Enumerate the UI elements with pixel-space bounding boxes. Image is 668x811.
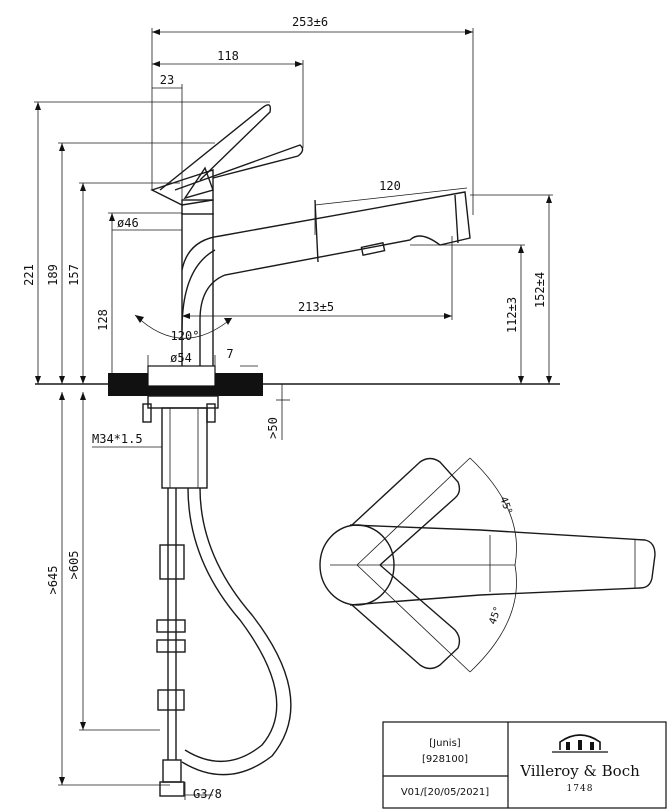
brand-name: Villeroy & Boch: [519, 762, 640, 780]
dim-7: 7: [226, 347, 233, 361]
angle-45-top: 45°: [497, 495, 513, 515]
dim-width-total: 253±6: [292, 15, 328, 29]
dim-hose-605: >605: [67, 551, 81, 580]
dim-height-221: 221: [22, 264, 36, 286]
brand-year: 1748: [567, 784, 594, 794]
underdeck-assembly: [142, 395, 292, 797]
tap-top-view: [319, 457, 656, 673]
dimension-lines: [34, 28, 553, 800]
arrowheads: [35, 29, 552, 785]
dim-height-157: 157: [67, 264, 81, 286]
dim-deck-50: >50: [266, 417, 280, 439]
worktop: [35, 365, 560, 396]
version-date: V01/[20/05/2021]: [401, 787, 489, 798]
dim-width-23: 23: [160, 73, 174, 87]
dim-height-189: 189: [46, 264, 60, 286]
brand-logo-icon: [552, 734, 608, 753]
dim-height-128: 128: [96, 309, 110, 331]
dim-conn-g38: G3/8: [193, 787, 222, 801]
product-code: [928100]: [422, 754, 468, 765]
dim-hose-645: >645: [46, 566, 60, 595]
dim-dia-46: ø46: [117, 216, 139, 230]
dim-thread-m34: M34*1.5: [92, 432, 143, 446]
angle-45-bottom: 45°: [487, 606, 503, 626]
dim-reach-213: 213±5: [298, 300, 334, 314]
dim-height-152: 152±4: [533, 272, 547, 308]
tap-side-view: [134, 104, 471, 366]
dim-height-112: 112±3: [505, 297, 519, 333]
dim-spout-120: 120: [379, 179, 401, 193]
dim-width-118: 118: [217, 49, 239, 63]
dim-dia-54: ø54: [170, 351, 192, 365]
title-block: [Junis] [928100] V01/[20/05/2021] Viller…: [382, 721, 667, 809]
product-name: [Junis]: [429, 738, 461, 749]
dim-angle-120: 120°: [171, 329, 200, 343]
